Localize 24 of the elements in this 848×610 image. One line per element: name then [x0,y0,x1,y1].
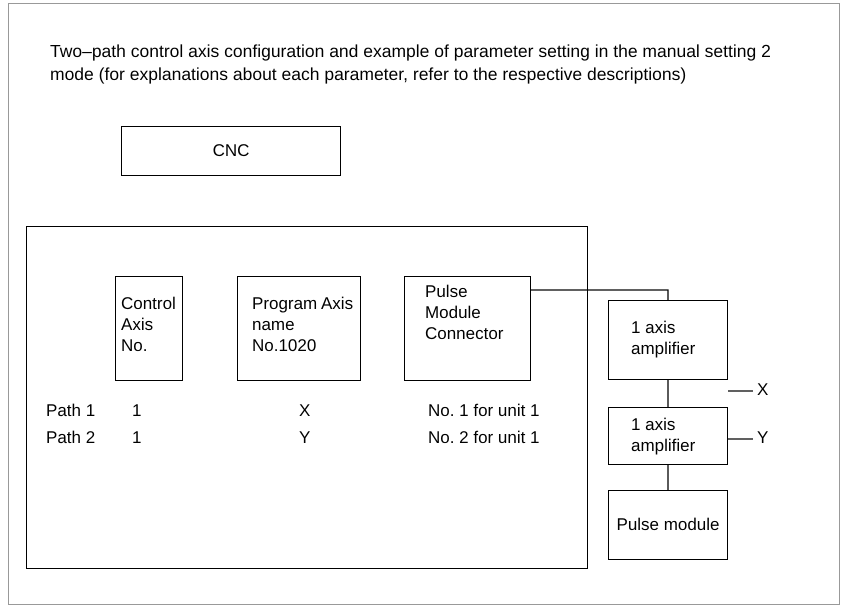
connector-line [728,390,753,392]
connector-line [667,380,669,407]
title: Two–path control axis configuration and example of parameter setting in the manual setting 2 mode (for explanations about each parameter, refer to the respective descriptions) [50,40,772,86]
axis-label: Y [757,427,777,449]
pulse-module-box: Pulse module [608,490,728,560]
column-header-box: Program Axis name No.1020 [237,276,361,381]
axis-number: 1 [132,400,142,421]
connector-assignment: No. 2 for unit 1 [428,427,540,448]
controller-frame [26,226,588,569]
path-label: Path 1 [46,400,96,421]
connector-line [728,438,753,440]
column-header-box: Pulse Module Connector [404,276,531,381]
axis-name: X [299,400,310,421]
column-header-box: Control Axis No. [115,276,183,381]
axis-number: 1 [132,427,142,448]
amplifier-box: 1 axis amplifier [608,407,728,465]
axis-name: Y [299,427,310,448]
amplifier-box: 1 axis amplifier [608,300,728,380]
connector-line [530,289,669,300]
axis-label: X [757,379,777,401]
connector-line [667,465,669,490]
connector-assignment: No. 1 for unit 1 [428,400,540,421]
cnc-box: CNC [121,126,341,176]
path-label: Path 2 [46,427,96,448]
